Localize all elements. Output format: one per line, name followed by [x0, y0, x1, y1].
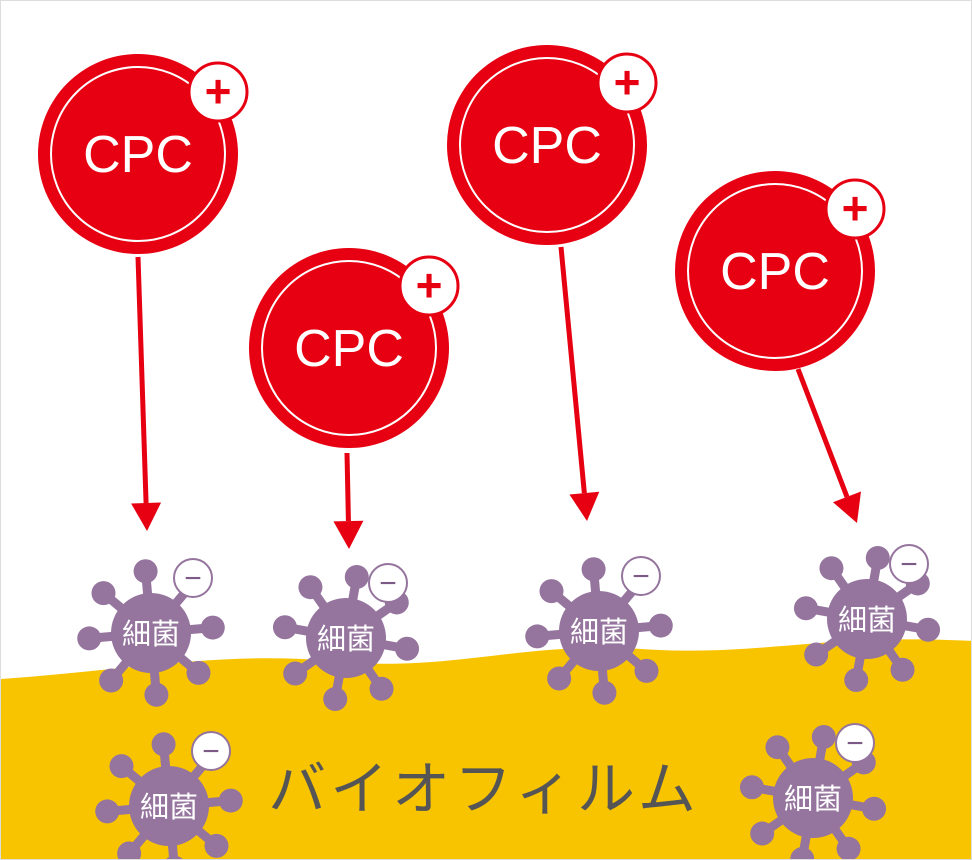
bacterium-label: 細菌 — [784, 783, 842, 816]
positive-charge-badge: + — [187, 61, 249, 123]
svg-text:+: + — [416, 259, 443, 311]
bacterium-label: 細菌 — [317, 623, 375, 656]
svg-text:−: − — [632, 560, 650, 593]
cpc-label: CPC — [492, 117, 602, 175]
svg-text:−: − — [379, 567, 397, 600]
svg-text:−: − — [900, 548, 918, 581]
bacterium-label: 細菌 — [140, 791, 198, 824]
arrow — [333, 452, 364, 549]
arrow — [131, 256, 162, 531]
negative-charge-badge: − — [191, 731, 231, 771]
arrow — [795, 368, 861, 523]
bacterium-label: 細菌 — [122, 618, 180, 651]
cpc-molecule: CPC+ — [38, 54, 249, 254]
svg-text:−: − — [202, 735, 220, 768]
bacterium-label: 細菌 — [570, 616, 628, 649]
positive-charge-badge: + — [398, 255, 460, 317]
svg-text:−: − — [846, 727, 864, 760]
cpc-label: CPC — [720, 243, 830, 301]
bacterium: 細菌− — [77, 558, 225, 707]
cpc-label: CPC — [294, 320, 404, 378]
cpc-molecule: CPC+ — [447, 45, 658, 245]
cpc-molecule: CPC+ — [675, 171, 886, 371]
bacterium: 細菌− — [95, 731, 243, 859]
biofilm-label: バイオフィルム — [268, 757, 700, 822]
svg-text:−: − — [184, 562, 202, 595]
negative-charge-badge: − — [173, 558, 213, 598]
svg-text:+: + — [205, 65, 232, 117]
bacterium: 細菌− — [272, 563, 420, 712]
bacterium: 細菌− — [525, 556, 673, 705]
cpc-molecule: CPC+ — [249, 248, 460, 448]
negative-charge-badge: − — [889, 544, 929, 584]
svg-text:+: + — [842, 182, 869, 234]
arrow — [558, 246, 600, 521]
negative-charge-badge: − — [621, 556, 661, 596]
negative-charge-badge: − — [368, 563, 408, 603]
cpc-label: CPC — [83, 126, 193, 184]
negative-charge-badge: − — [835, 723, 875, 763]
svg-text:+: + — [614, 56, 641, 108]
bacterium: 細菌− — [739, 723, 887, 859]
bacterium: 細菌− — [793, 544, 941, 693]
positive-charge-badge: + — [824, 178, 886, 240]
positive-charge-badge: + — [596, 52, 658, 114]
bacterium-label: 細菌 — [838, 604, 896, 637]
biofilm-layer — [1, 639, 971, 859]
